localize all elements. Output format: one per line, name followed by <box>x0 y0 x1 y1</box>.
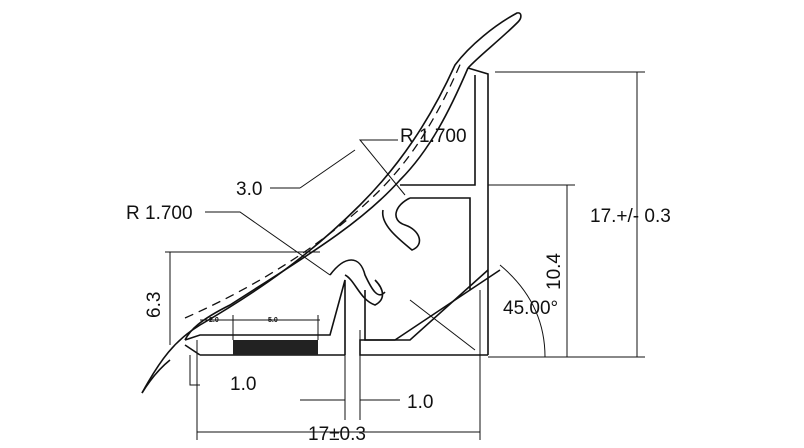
label-radius-left: R 1.700 <box>126 203 193 224</box>
label-left-thickness: 1.0 <box>230 374 256 395</box>
dim-lip-thickness <box>270 149 356 189</box>
profile-clip <box>329 259 386 306</box>
dim-base-height <box>165 251 320 345</box>
profile-chamber <box>364 197 471 341</box>
label-angle: 45.00° <box>503 298 558 319</box>
label-tape-offset: 2.0 <box>209 317 219 324</box>
dim-left-thickness <box>189 355 200 386</box>
label-leg-thickness: 1.0 <box>407 392 433 413</box>
label-radius-top: R 1.700 <box>400 126 467 147</box>
profile-diagonal <box>359 269 501 356</box>
label-tape-width: 5.0 <box>268 317 278 324</box>
dim-radius-left-leader <box>205 211 331 276</box>
dim-leg-thickness <box>300 330 400 420</box>
dim-angle <box>409 264 546 358</box>
dim-inner-height <box>488 184 575 357</box>
profile-outer-lip <box>141 12 522 394</box>
dim-tape <box>200 315 320 340</box>
adhesive-tape <box>233 340 318 355</box>
dim-radius-top-leader <box>358 139 406 196</box>
profile-back-wall <box>400 67 489 355</box>
label-total-height: 17.+/- 0.3 <box>590 206 671 227</box>
label-total-width: 17±0.3 <box>308 424 366 445</box>
profile-inner-lip <box>141 67 469 394</box>
label-lip-thickness: 3.0 <box>236 179 262 200</box>
profile-dashed-line <box>184 59 463 319</box>
label-base-height: 6.3 <box>144 292 165 318</box>
dim-total-width <box>196 290 481 440</box>
label-inner-height: 10.4 <box>544 253 565 290</box>
